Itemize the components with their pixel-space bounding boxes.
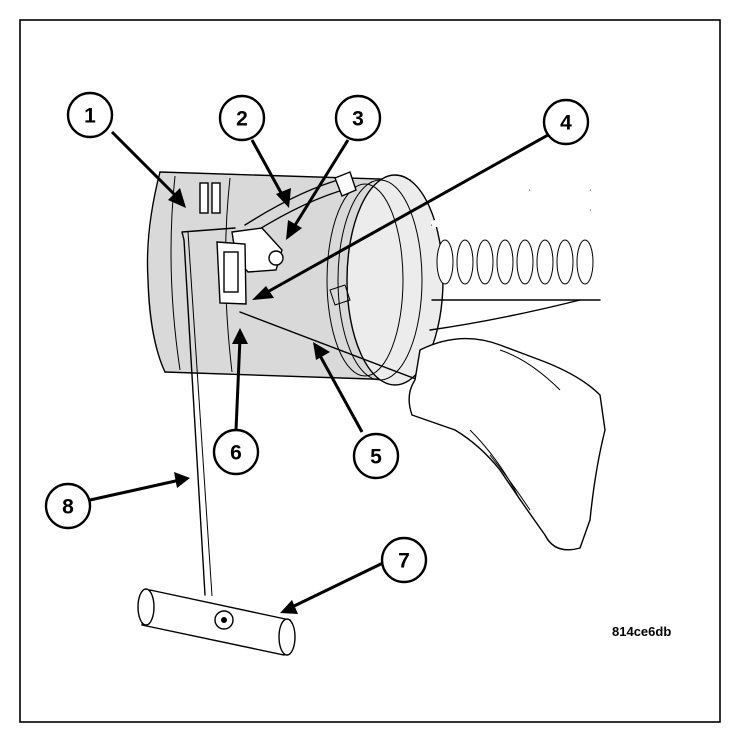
callout-1: 1 — [66, 91, 114, 139]
callout-6: 6 — [212, 428, 260, 476]
float-arm — [181, 227, 236, 596]
callout-8-label: 8 — [62, 496, 74, 519]
callout-6-label: 6 — [230, 442, 242, 465]
callout-8: 8 — [44, 482, 92, 530]
corrugated-hoses — [429, 179, 601, 331]
callout-3-label: 3 — [352, 108, 364, 131]
callout-7: 7 — [380, 536, 428, 584]
hand — [408, 337, 606, 551]
illustration-frame — [19, 19, 721, 723]
callout-4: 4 — [542, 98, 590, 146]
callout-2-label: 2 — [236, 108, 248, 131]
level-sensor — [216, 241, 247, 305]
leader-arrows — [89, 130, 549, 614]
float — [137, 588, 296, 656]
callout-5: 5 — [352, 432, 400, 480]
callout-4-label: 4 — [560, 112, 572, 135]
callout-1-label: 1 — [84, 105, 96, 128]
callout-2: 2 — [218, 94, 266, 142]
callout-5-label: 5 — [370, 446, 382, 469]
reference-code: 814ce6db — [612, 624, 671, 639]
callout-3: 3 — [334, 94, 382, 142]
callout-7-label: 7 — [398, 550, 410, 573]
fuel-pump-module — [146, 171, 444, 386]
